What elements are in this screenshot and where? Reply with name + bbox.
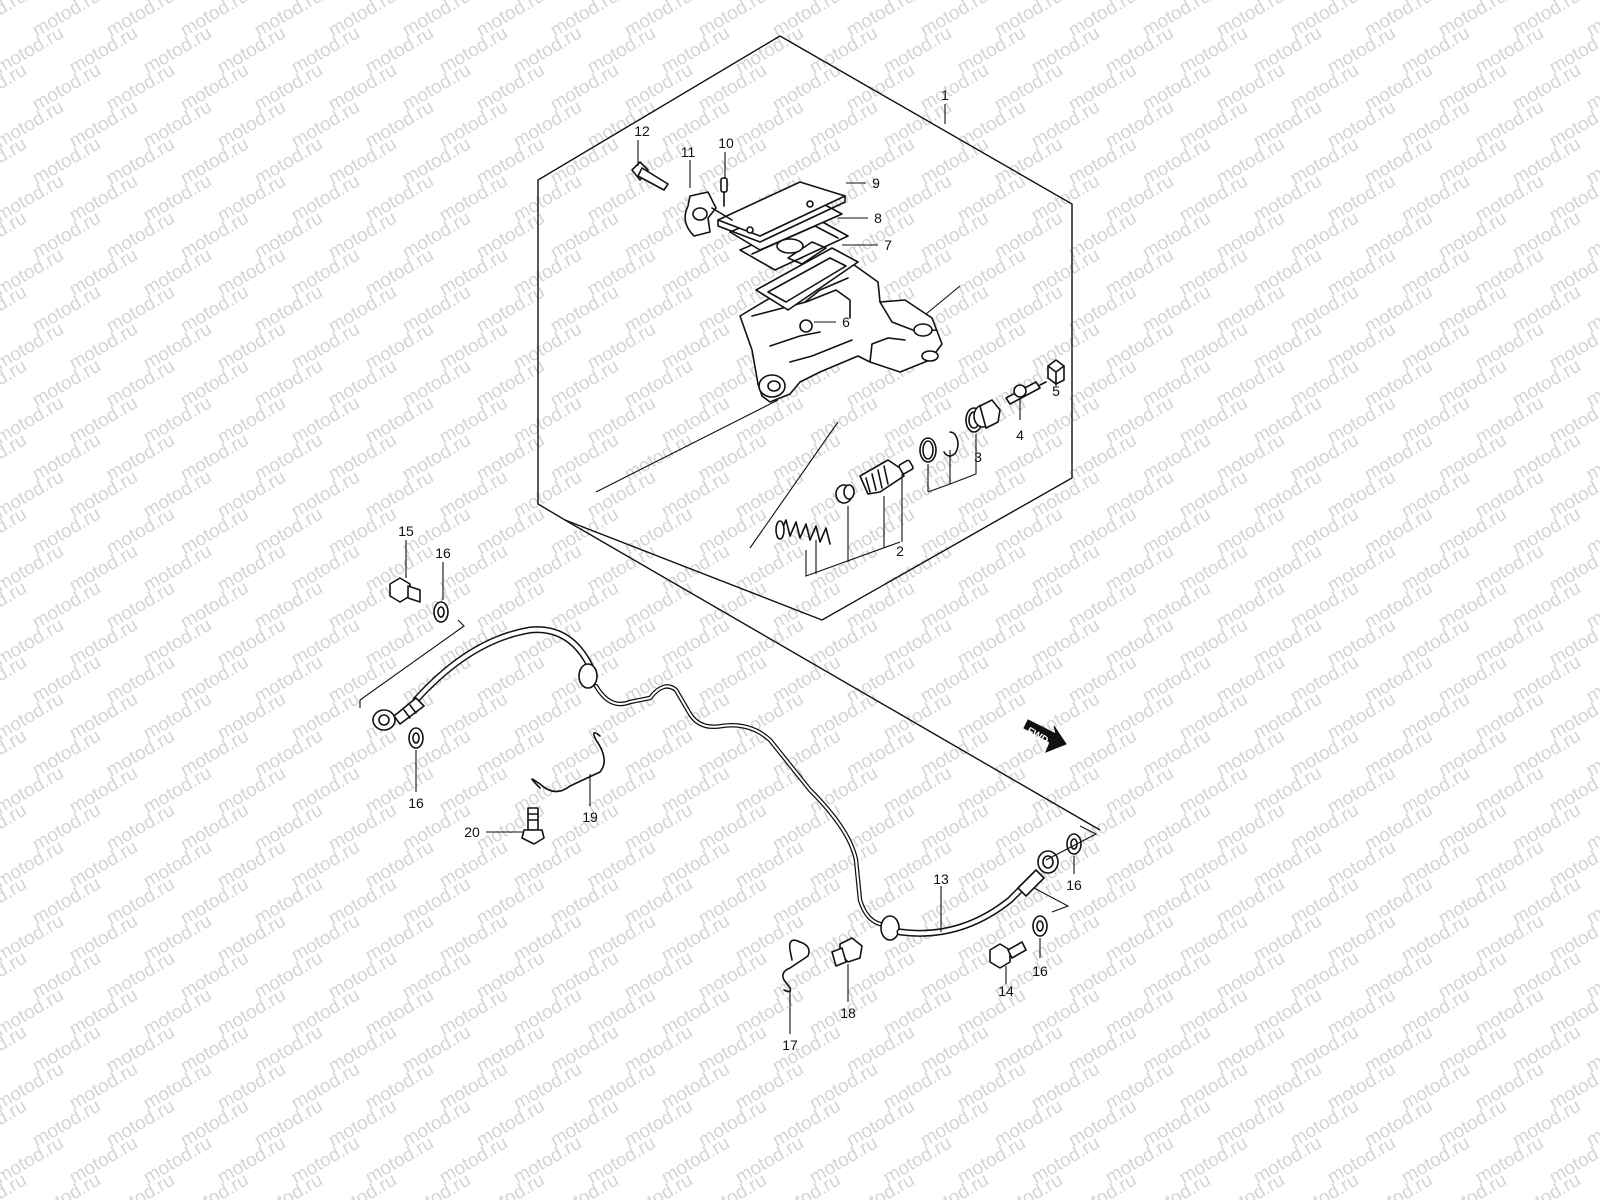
watermark-text: motod.ru: [29, 1170, 104, 1200]
watermark-text: motod.ru: [0, 652, 30, 708]
watermark-text: motod.ru: [547, 1170, 622, 1200]
part-number-14: 14: [998, 983, 1014, 999]
part-number-10: 10: [718, 135, 734, 151]
part-number-16d: 16: [1032, 963, 1048, 979]
part-number-13: 13: [933, 871, 949, 887]
part-number-3: 3: [974, 449, 982, 465]
watermark-text: motod.ru: [0, 948, 30, 1004]
watermark-text: motod.ru: [769, 1170, 844, 1200]
part-number-19: 19: [582, 809, 598, 825]
part-number-6: 6: [842, 314, 850, 330]
part-number-16a: 16: [435, 545, 451, 561]
watermark-text: motod.ru: [251, 1170, 326, 1200]
part-number-9: 9: [872, 175, 880, 191]
part-number-20: 20: [464, 824, 480, 840]
part-number-8: 8: [874, 210, 882, 226]
watermark-text: motod.ru: [0, 60, 30, 116]
part-number-1: 1: [941, 87, 949, 103]
watermark-text: motod.ru: [1361, 1170, 1436, 1200]
watermark-text: motod.ru: [0, 282, 30, 338]
watermark-text: motod.ru: [0, 0, 30, 41]
cap-screw: [720, 177, 728, 207]
part-number-4: 4: [1016, 427, 1024, 443]
part-number-17: 17: [782, 1037, 798, 1053]
watermark-text: motod.ru: [991, 1170, 1066, 1200]
plug-nut: [799, 319, 813, 333]
part-number-7: 7: [884, 237, 892, 253]
watermark-text: motod.ru: [0, 504, 30, 560]
watermark-text: motod.ru: [1287, 1170, 1362, 1200]
part-number-18: 18: [840, 1005, 856, 1021]
watermark-text: motod.ru: [0, 578, 30, 634]
watermark-text: motod.ru: [1139, 1170, 1214, 1200]
part-number-5: 5: [1052, 383, 1060, 399]
watermark-text: motod.ru: [1065, 1170, 1140, 1200]
watermark-text: motod.ru: [1435, 1170, 1510, 1200]
watermark-text: motod.ru: [0, 430, 30, 486]
watermark-text: motod.ru: [0, 726, 30, 782]
watermark-text: motod.ru: [473, 1170, 548, 1200]
watermark-text: motod.ru: [177, 1170, 252, 1200]
watermark-text: motod.ru: [621, 1170, 696, 1200]
watermark-text: motod.ru: [1509, 1170, 1584, 1200]
watermark-text: motod.ru: [103, 1170, 178, 1200]
union-bolt-upper: [389, 577, 421, 603]
watermark-text: motod.ru: [0, 134, 30, 190]
watermark-text: motod.ru: [0, 874, 30, 930]
watermark-text: motod.ru: [0, 208, 30, 264]
part-number-16c: 16: [1066, 877, 1082, 893]
part-number-2: 2: [896, 543, 904, 559]
watermark-text: motod.ru: [0, 800, 30, 856]
watermark-text: motod.ru: [843, 1170, 918, 1200]
watermark-text: motod.ru: [325, 1170, 400, 1200]
part-number-11: 11: [681, 144, 696, 160]
watermark-text: motod.ru: [0, 356, 30, 412]
watermark-text: motod.ru: [917, 1170, 992, 1200]
watermark-text: motod.ru: [1213, 1170, 1288, 1200]
watermark-text: motod.ru: [399, 1170, 474, 1200]
part-number-15: 15: [398, 523, 414, 539]
watermark-text: motod.ru: [0, 1022, 30, 1078]
watermark-text: motod.ru: [0, 1096, 30, 1152]
union-bolt-lower: [989, 941, 1027, 969]
part-number-16b: 16: [408, 795, 424, 811]
watermark-text: motod.ru: [1583, 1170, 1600, 1200]
part-number-12: 12: [634, 123, 650, 139]
watermark-text: motod.ru: [695, 1170, 770, 1200]
sleeve-bushing: [973, 399, 1001, 429]
